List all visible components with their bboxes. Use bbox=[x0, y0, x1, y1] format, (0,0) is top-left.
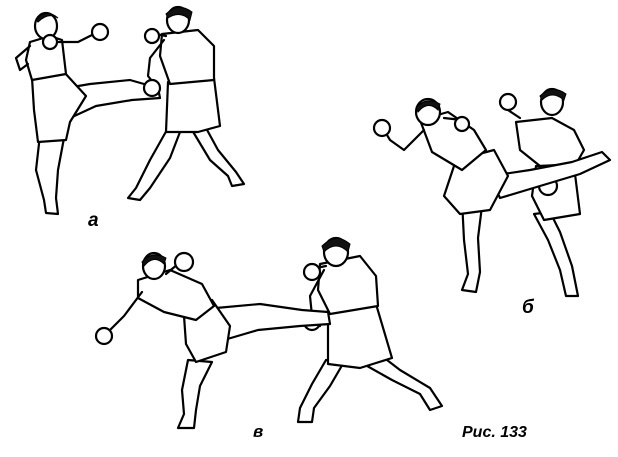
fighter-a-opponent bbox=[126, 5, 246, 202]
panel-v-label: в bbox=[253, 422, 264, 441]
panel-b-illustration bbox=[372, 87, 612, 298]
figure-caption: Рис. 133 bbox=[462, 424, 527, 441]
panel-a-illustration bbox=[14, 5, 246, 216]
fighter-v-opponent bbox=[296, 236, 444, 424]
panel-v-illustration bbox=[94, 236, 444, 430]
fighter-a-kicker bbox=[14, 11, 162, 216]
fighter-b-opponent bbox=[498, 87, 586, 298]
fighter-v-kicker bbox=[94, 251, 332, 430]
panel-a-label: a bbox=[88, 210, 99, 231]
panel-b-label: б bbox=[522, 297, 534, 318]
fighter-b-kicker bbox=[372, 97, 612, 294]
